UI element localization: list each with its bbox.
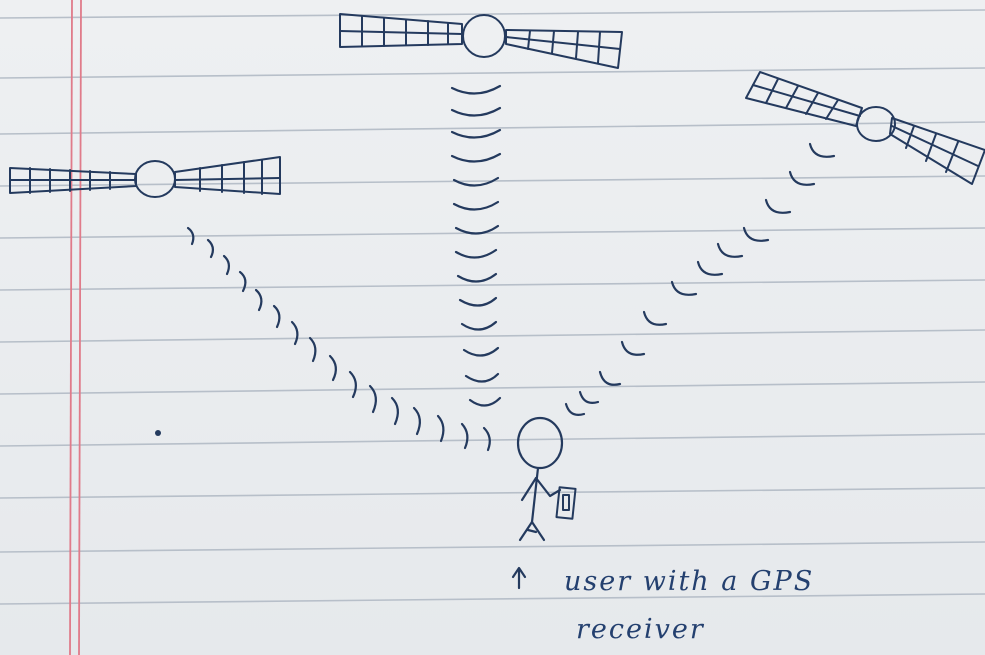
signal-right [564, 142, 836, 416]
satellite-top [339, 13, 623, 69]
satellite-left [9, 156, 281, 198]
user-stick-figure [516, 416, 564, 542]
signal-left [186, 226, 491, 452]
pen-dot [155, 430, 161, 436]
margin-line [69, 0, 82, 655]
up-arrow-icon [511, 566, 527, 590]
signal-top [450, 84, 502, 407]
ruled-lines [0, 9, 985, 605]
caption-line-1: user with a GPS [564, 566, 815, 597]
gps-receiver-icon [555, 486, 577, 520]
satellite-right [745, 71, 985, 185]
caption-line-2: receiver [576, 614, 705, 645]
